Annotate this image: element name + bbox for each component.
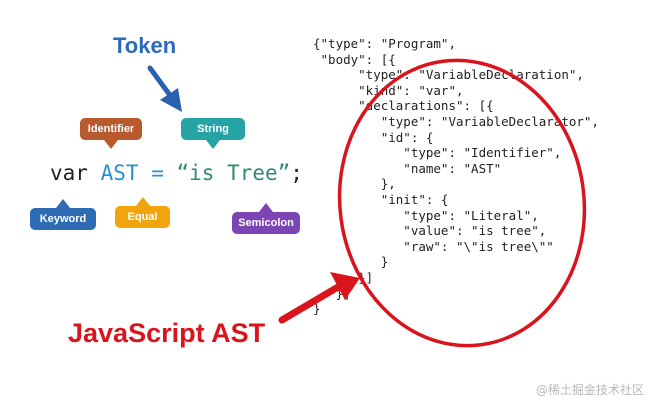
code-string: “is Tree” [176,161,291,185]
code-keyword: var [50,161,88,185]
equal-bubble: Equal [115,197,170,228]
json-line: "init": { [313,191,449,207]
ast-arrow-icon [278,272,360,324]
json-line: "type": "VariableDeclarator", [313,113,599,129]
highlight-circle [337,58,587,348]
semicolon-bubble: Semicolon [232,203,300,234]
json-line: "type": "Literal", [313,207,539,223]
json-line: "raw": "\"is tree\"" [313,238,554,254]
string-bubble: String [181,118,245,149]
code-equal: = [151,161,164,185]
code-semicolon: ; [290,161,303,185]
watermark: @稀土掘金技术社区 [535,383,644,397]
json-line: "name": "AST" [313,160,502,176]
keyword-bubble: Keyword [30,199,96,230]
json-line: "body": [{ [313,51,396,67]
javascript-ast-label: JavaScript AST [68,318,266,348]
json-line: } [313,254,389,270]
json-line: "value": "is tree", [313,223,547,239]
code-line: var AST = “is Tree”; [50,161,303,185]
json-line: "type": "Identifier", [313,145,562,161]
json-line: "id": { [313,129,434,145]
json-line: } [313,301,321,317]
json-line: }, [313,176,396,192]
json-line: {"type": "Program", [313,36,456,51]
json-line: "declarations": [{ [313,98,494,114]
token-title: Token [113,33,177,58]
code-identifier: AST [100,161,139,185]
identifier-bubble: Identifier [80,118,142,149]
token-arrow-icon [147,65,182,112]
